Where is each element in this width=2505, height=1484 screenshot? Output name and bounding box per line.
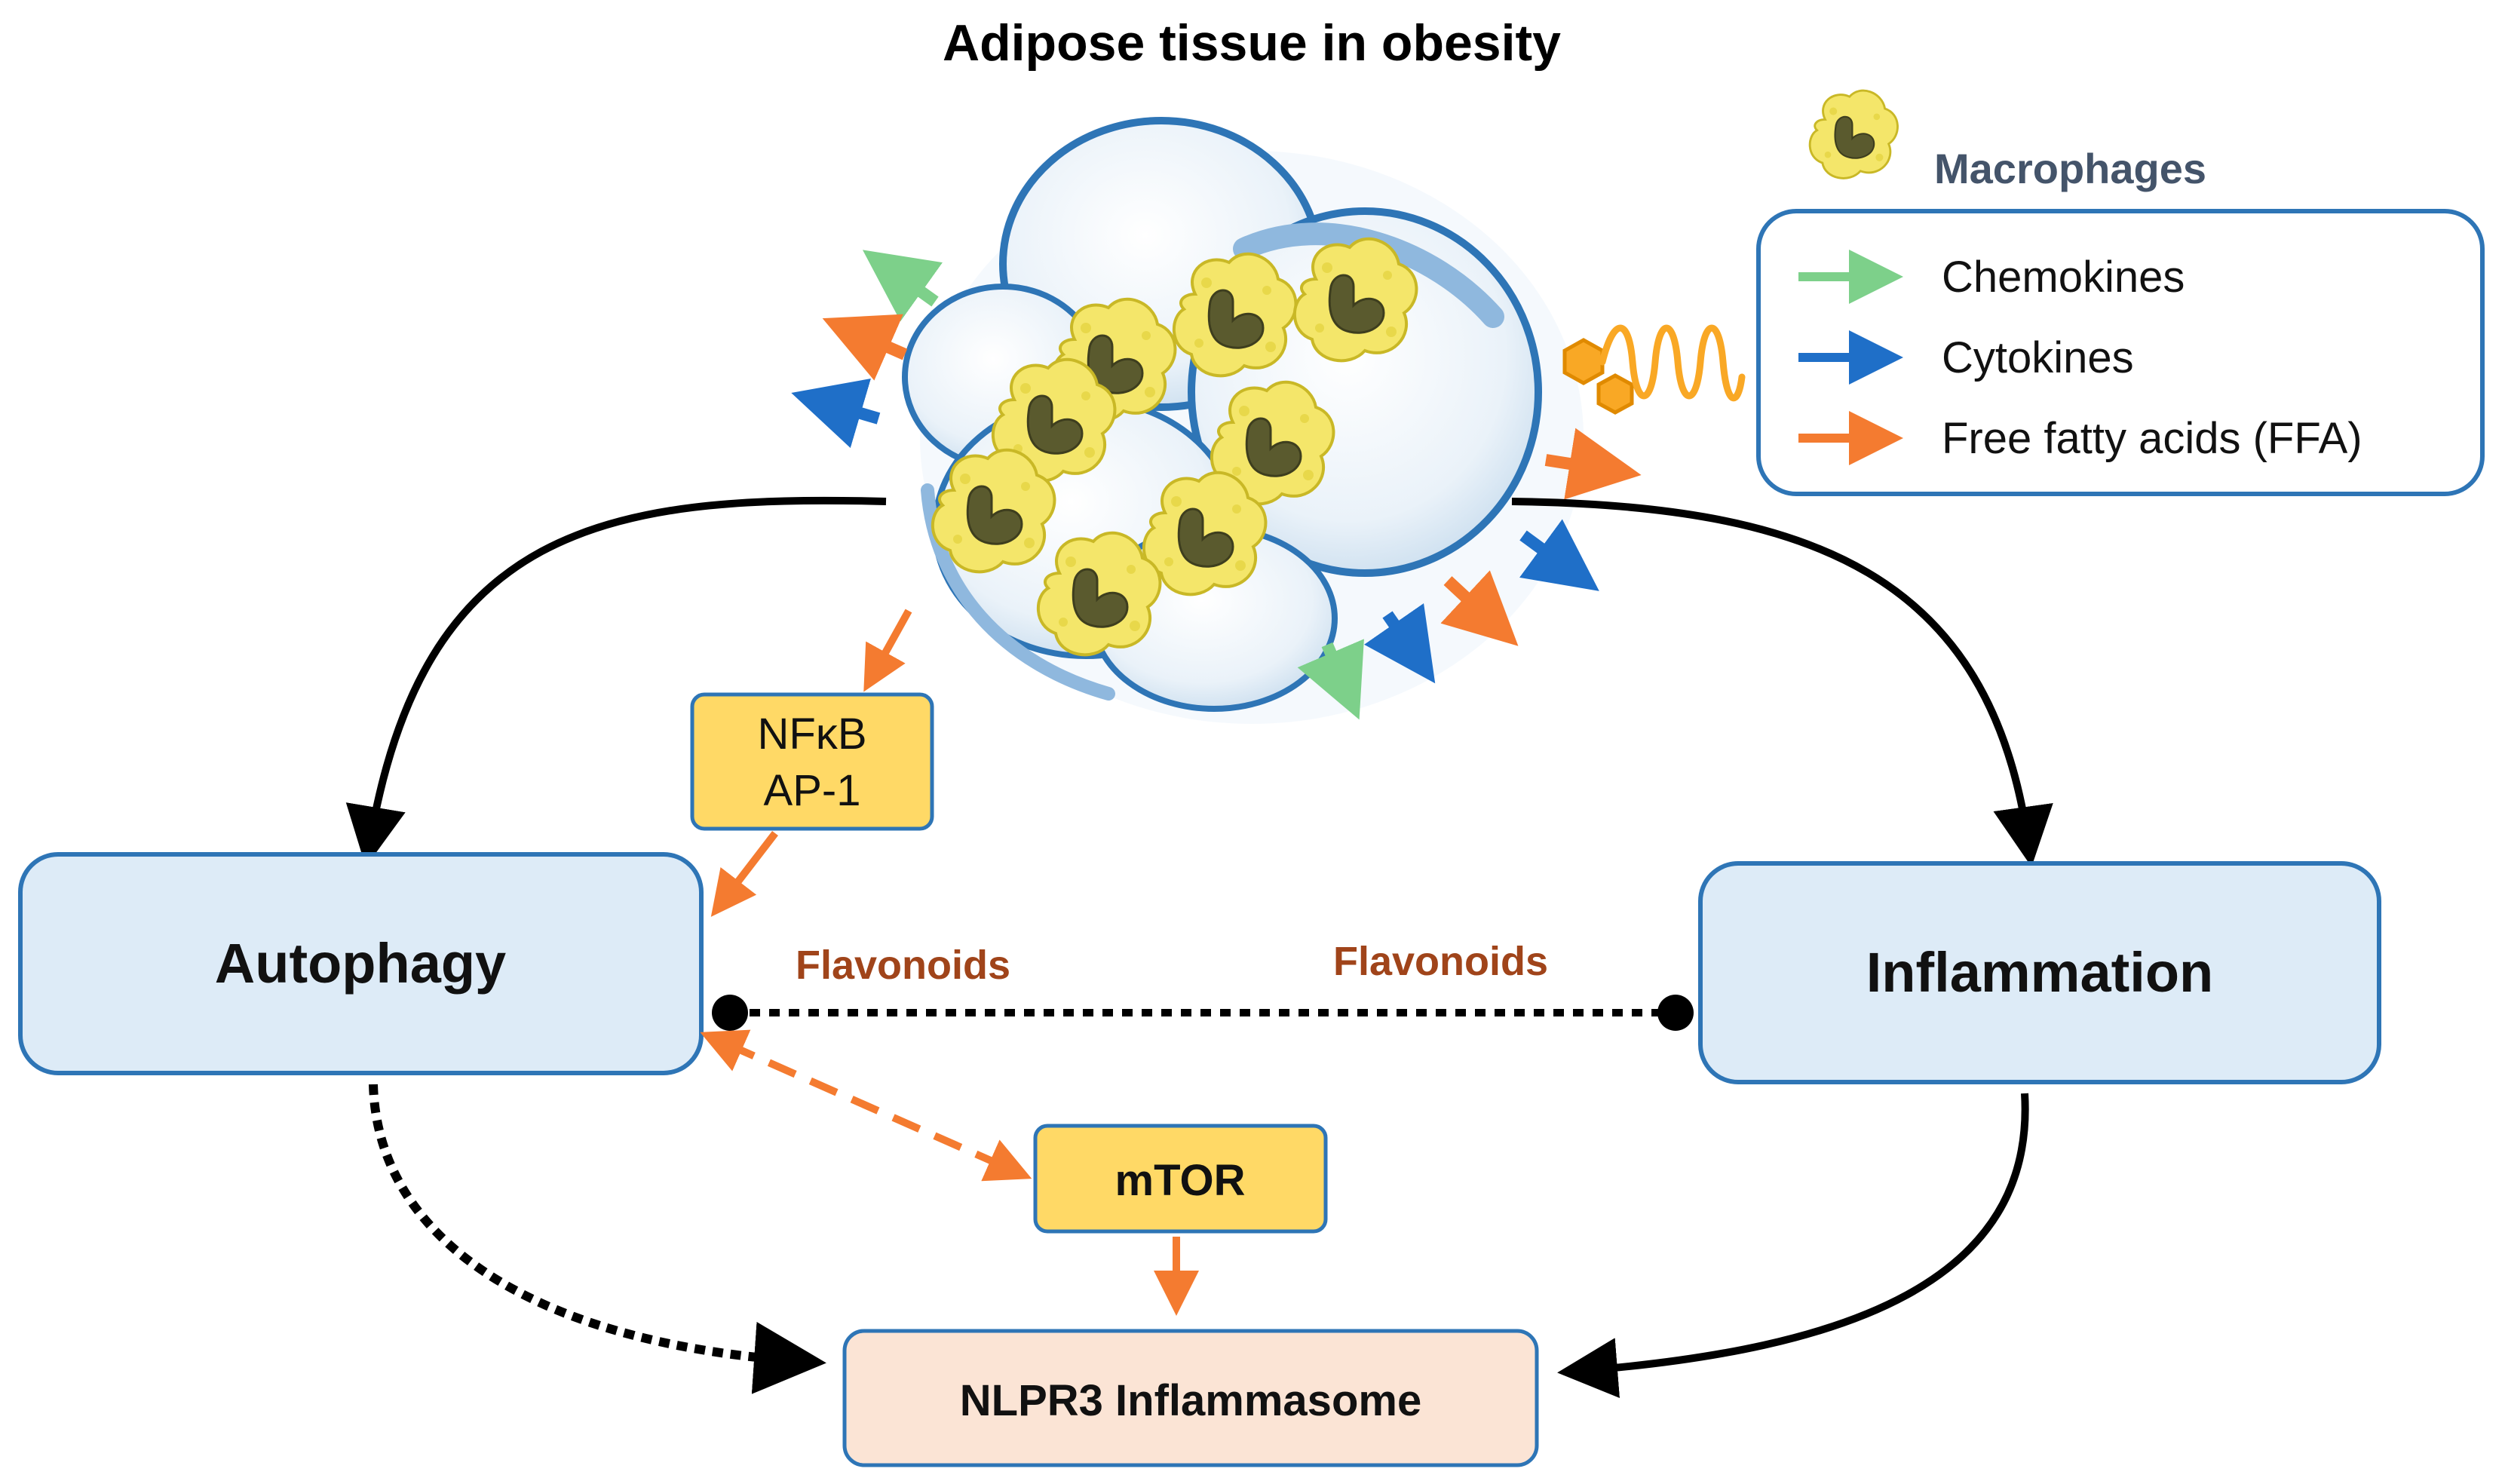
autophagy-box	[18, 852, 704, 1075]
legend-item-cytokines: Cytokines	[1942, 333, 2134, 382]
flavonoids-label-right: Flavonoids	[1333, 939, 1548, 984]
arrow-autophagy-mtor	[700, 1029, 1032, 1182]
nfkb-label: NFκB	[758, 710, 867, 759]
macrophage-legend-icon	[1808, 89, 1899, 179]
inflammation-box	[1698, 861, 2381, 1084]
autophagy-label: Autophagy	[215, 932, 506, 995]
arrow-tissue-to-autophagy	[345, 496, 887, 867]
legend: Macrophages Chemokines Cytokines Free fa…	[1756, 89, 2485, 496]
secretion-arrows	[791, 250, 1642, 720]
nlpr3-label: NLPR3 Inflammasome	[960, 1376, 1421, 1425]
inhibition-endpoint-right	[1657, 995, 1694, 1031]
nlpr3-inflammasome-box	[842, 1329, 1539, 1467]
legend-item-ffa: Free fatty acids (FFA)	[1942, 414, 2362, 463]
arrow-nfkb-to-autophagy	[710, 830, 778, 917]
fatty-acid-icon	[1562, 324, 1746, 415]
page-title: Adipose tissue in obesity	[943, 14, 1561, 72]
mtor-box	[1033, 1124, 1328, 1234]
arrow-inflammation-to-nlpr3	[1557, 1093, 2029, 1398]
arrow-tissue-to-inflammation	[1511, 498, 2053, 867]
nfkb-ap1-box	[690, 692, 934, 831]
arrow-autophagy-to-nlpr3	[369, 1084, 826, 1394]
ap1-label: AP-1	[764, 766, 861, 815]
inhibition-endpoint-left	[712, 995, 748, 1031]
legend-item-chemokines: Chemokines	[1942, 253, 2185, 302]
adipose-tissue-illustration	[902, 117, 1584, 724]
legend-macrophages-label: Macrophages	[1934, 145, 2206, 192]
arrow-ffa-to-nfkb	[863, 609, 912, 692]
legend-box	[1756, 209, 2485, 496]
flavonoids-label-left: Flavonoids	[796, 943, 1010, 988]
inflammation-label: Inflammation	[1866, 941, 2213, 1004]
mtor-label: mTOR	[1115, 1156, 1246, 1205]
